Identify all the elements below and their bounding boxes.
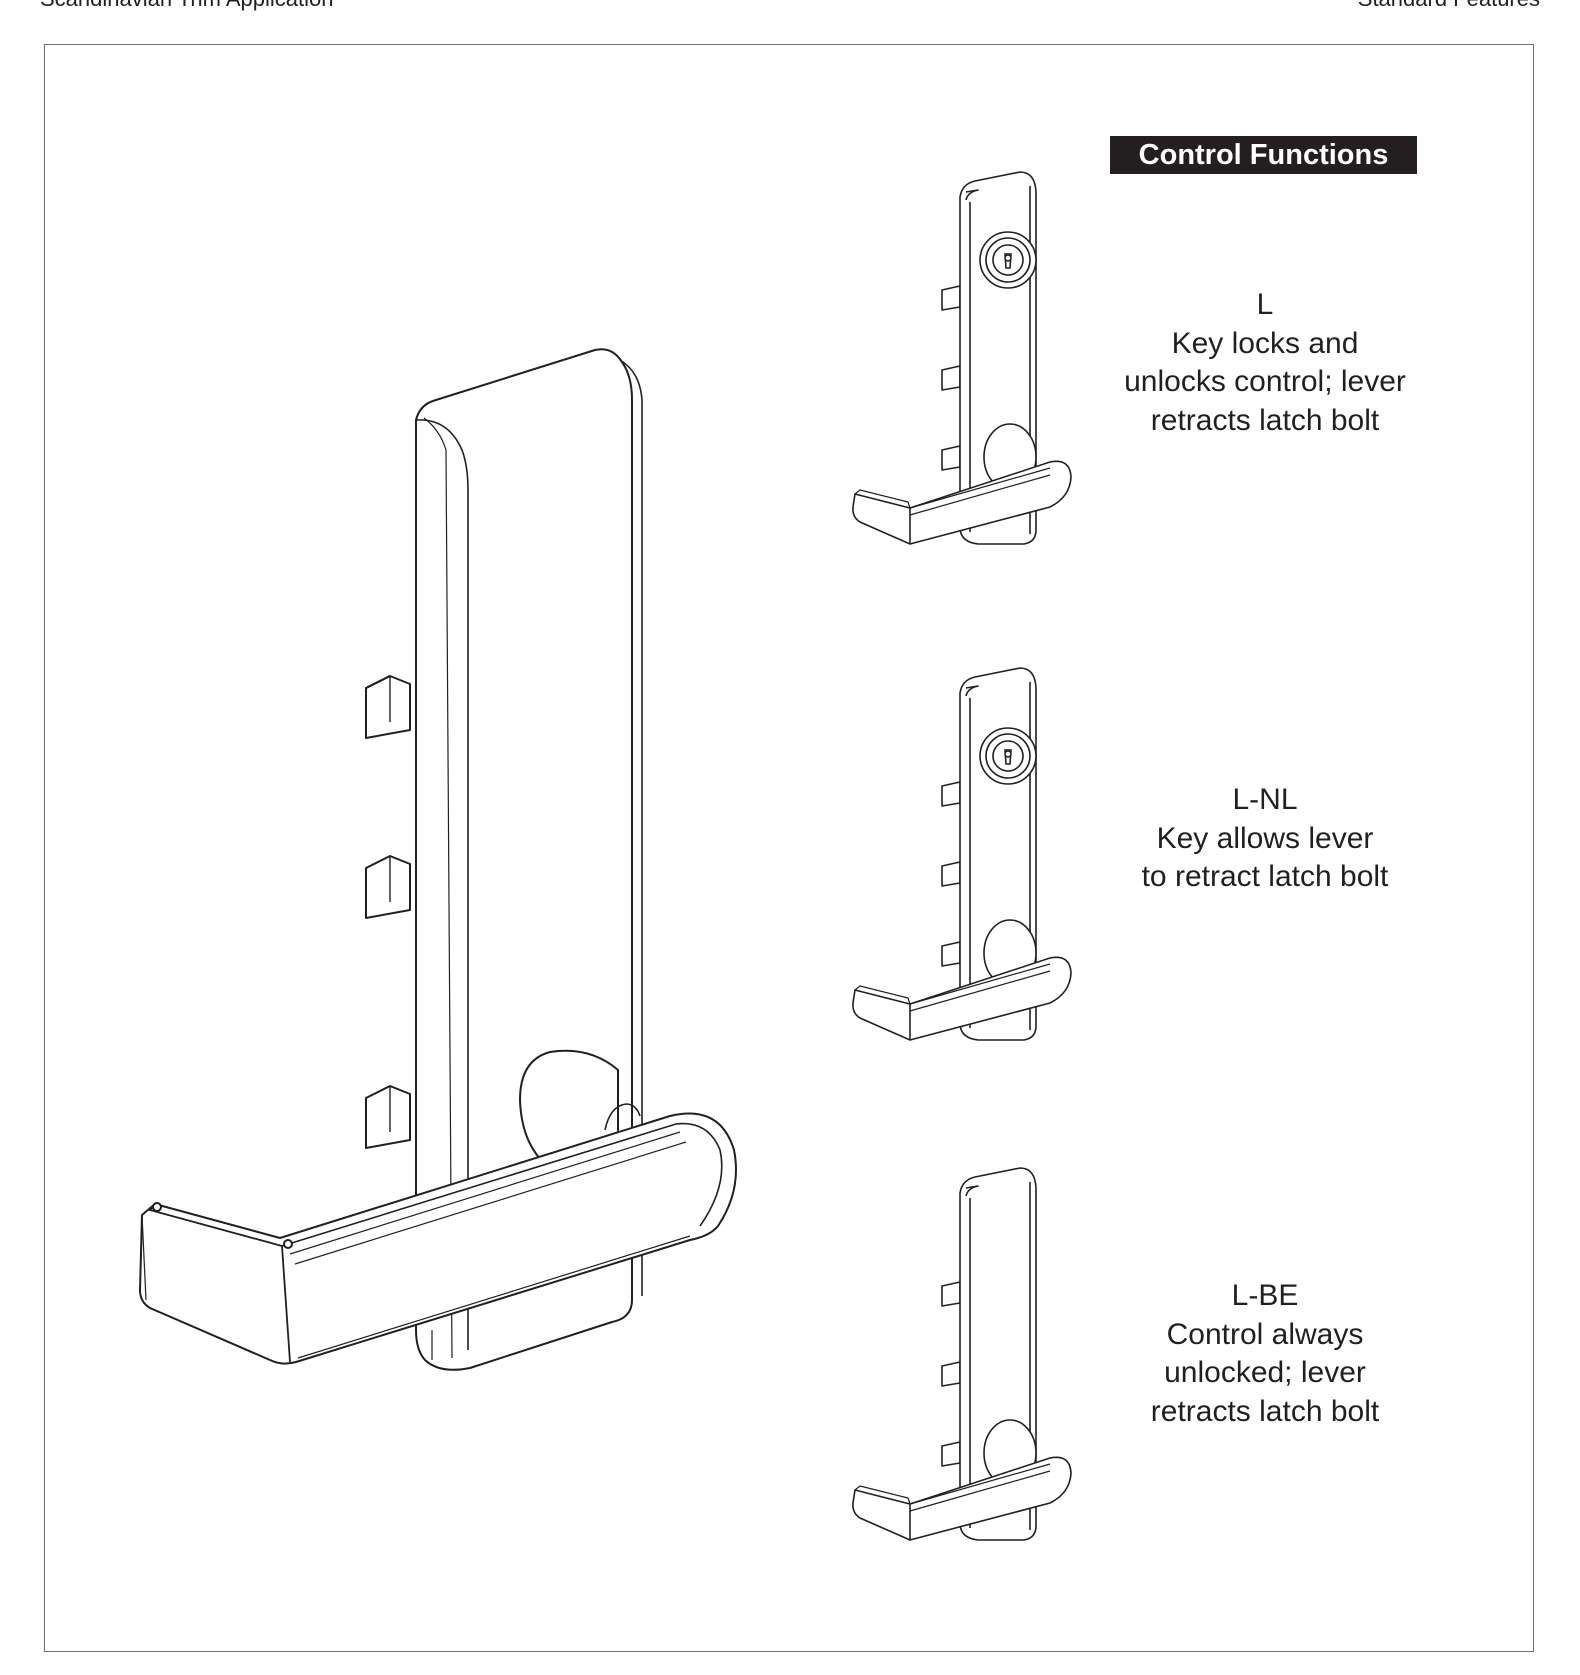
function-l-be-caption: L-BE Control always unlocked; lever retr… <box>1090 1277 1440 1431</box>
function-description-line: Key allows lever <box>1156 821 1374 855</box>
function-l-nl-caption: L-NL Key allows lever to retract latch b… <box>1090 781 1440 897</box>
header-left-text: Scandinavian Trim Application <box>40 0 334 12</box>
key-cylinder-icon <box>979 727 1037 785</box>
function-l-trim-illustration <box>852 171 1072 545</box>
function-code: L-BE <box>1231 1279 1299 1312</box>
function-description-line: retracts latch bolt <box>1150 403 1380 437</box>
function-description-line: to retract latch bolt <box>1141 860 1389 893</box>
function-code: L-NL <box>1232 783 1298 816</box>
figure-frame <box>44 44 1534 1652</box>
function-code: L <box>1256 288 1274 321</box>
control-functions-heading: Control Functions <box>1110 136 1417 174</box>
function-l-caption: L Key locks and unlocks control; lever r… <box>1090 286 1440 440</box>
function-description-line: unlocked; lever <box>1164 1356 1366 1389</box>
function-description-line: unlocks control; lever <box>1124 365 1406 398</box>
function-description-line: Key locks and <box>1171 326 1359 360</box>
function-l-nl-trim-illustration <box>852 667 1072 1041</box>
key-cylinder-icon <box>979 231 1037 289</box>
large-trim-illustration <box>139 348 737 1371</box>
function-l-be-trim-illustration <box>852 1167 1072 1541</box>
header-right-text: Standard Features <box>1358 0 1540 12</box>
function-description-line: Control always <box>1166 1317 1364 1351</box>
function-description-line: retracts latch bolt <box>1150 1394 1380 1428</box>
